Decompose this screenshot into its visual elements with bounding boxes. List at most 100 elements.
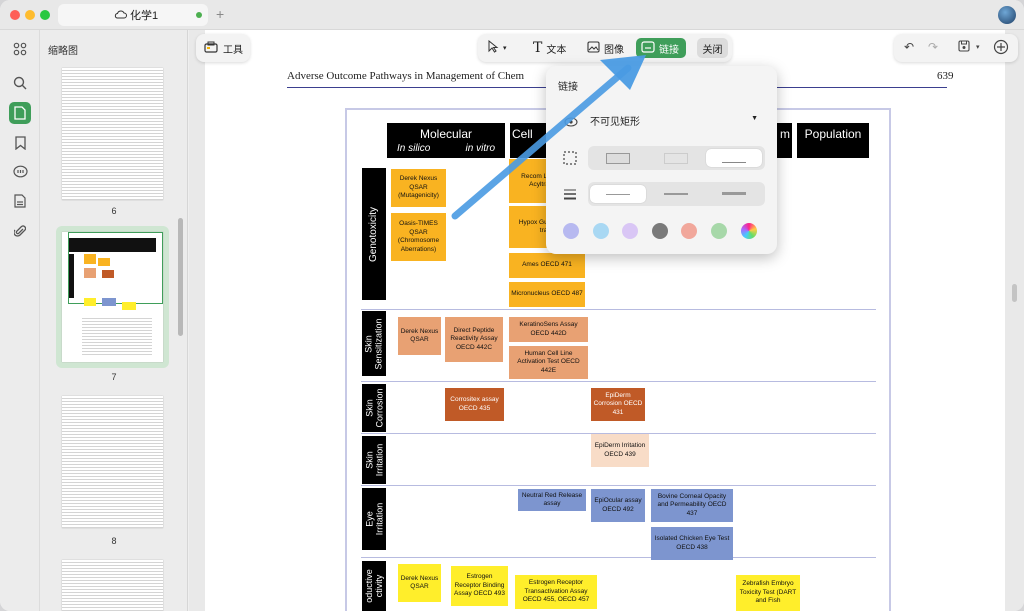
- page-thumbnail-7[interactable]: [62, 232, 163, 362]
- color-swatch-coral[interactable]: [681, 223, 697, 239]
- right-toolbar: ↶ ↷ ▾: [894, 34, 1018, 62]
- image-tool-label: 图像: [604, 44, 624, 56]
- color-swatch-gray[interactable]: [652, 223, 668, 239]
- color-swatch-lilac[interactable]: [622, 223, 638, 239]
- assay-box: EpiDerm Irritation OECD 439: [591, 434, 649, 467]
- save-icon[interactable]: [958, 40, 970, 55]
- close-edit-button[interactable]: 关闭: [697, 38, 728, 58]
- running-header: Adverse Outcome Pathways in Management o…: [287, 70, 525, 82]
- page-icon[interactable]: [9, 102, 31, 124]
- border-style-icon: [563, 151, 577, 170]
- assay-box: Micronucleus OECD 487: [509, 282, 585, 307]
- tools-label: 工具: [223, 44, 243, 56]
- line-weight-options: [588, 182, 765, 206]
- bookmark-icon[interactable]: [9, 132, 31, 154]
- border-style-options: [588, 146, 765, 170]
- line-weight-icon: [563, 187, 577, 205]
- row-separator: [361, 381, 876, 382]
- image-tool-button[interactable]: 图像: [582, 38, 629, 58]
- color-swatch-green[interactable]: [711, 223, 727, 239]
- color-swatch-lavender[interactable]: [563, 223, 579, 239]
- chevron-down-icon: ▼: [751, 115, 758, 122]
- edit-toolbar: ▾ T 文本 图像 链接 关闭: [478, 34, 732, 62]
- search-icon[interactable]: [9, 72, 31, 94]
- chevron-down-icon[interactable]: ▾: [976, 44, 980, 51]
- line-weight-thin[interactable]: [590, 185, 646, 203]
- color-swatch-custom[interactable]: [741, 223, 757, 239]
- cloud-icon: [114, 9, 127, 23]
- border-option-solid[interactable]: [590, 149, 646, 167]
- border-option-faint[interactable]: [648, 149, 704, 167]
- subheader-in-vitro: in vitro: [465, 143, 495, 154]
- text-tool-button[interactable]: T 文本: [528, 38, 571, 58]
- row-header-skin-irritation: Skin Irritation: [362, 436, 386, 484]
- assay-box: KeratinoSens Assay OECD 442D: [509, 317, 588, 342]
- link-style-select[interactable]: 不可见矩形 ▼: [580, 109, 766, 131]
- link-tool-label: 链接: [659, 44, 679, 56]
- left-rail: [0, 30, 40, 611]
- assay-box: Zebrafish Embryo Toxicity Test (DART and…: [736, 575, 800, 611]
- link-settings-popup: 链接 不可见矩形 ▼: [546, 66, 777, 254]
- assay-box: Estrogen Receptor Binding Assay OECD 493: [451, 566, 508, 606]
- assay-box: Estrogen Receptor Transactivation Assay …: [515, 575, 597, 609]
- row-separator: [361, 557, 876, 558]
- thumbnail-panel-title: 缩略图: [48, 46, 78, 57]
- link-tool-button[interactable]: 链接: [636, 38, 686, 58]
- form-icon[interactable]: [9, 190, 31, 212]
- column-header-cell: Cell: [510, 123, 548, 158]
- row-header-reproductive: oductive ctivity: [362, 561, 386, 611]
- attachment-icon[interactable]: [9, 220, 31, 242]
- page-thumbnail-8[interactable]: [62, 396, 163, 528]
- ai-assistant-icon[interactable]: [992, 38, 1010, 59]
- assay-box: Derek Nexus QSAR (Mutagenicity): [391, 169, 446, 207]
- assay-box: Human Cell Line Activation Test OECD 442…: [509, 346, 588, 379]
- thumbnail-scrollbar[interactable]: [178, 218, 183, 336]
- assay-box: EpiOcular assay OECD 492: [591, 489, 645, 522]
- page-thumbnail-9[interactable]: [62, 560, 163, 611]
- line-weight-thick[interactable]: [706, 185, 762, 203]
- line-weight-medium[interactable]: [648, 185, 704, 203]
- color-swatch-sky[interactable]: [593, 223, 609, 239]
- page-thumbnail-6[interactable]: [62, 68, 163, 200]
- row-label-eye-irritation: Eye Irritation: [364, 502, 385, 536]
- zoom-window-button[interactable]: [40, 10, 50, 20]
- cursor-icon: [487, 39, 499, 56]
- thumbnail-panel: 缩略图 6 7 8: [40, 30, 188, 611]
- close-window-button[interactable]: [10, 10, 20, 20]
- assay-box: Oasis-TIMES QSAR (Chromosome Aberrations…: [391, 213, 446, 261]
- chevron-down-icon: ▾: [503, 45, 507, 52]
- row-label-reproductive: oductive ctivity: [364, 569, 384, 603]
- page-scrollbar[interactable]: [1012, 284, 1017, 302]
- grid-icon[interactable]: [9, 38, 31, 60]
- column-header-population: Population: [797, 123, 869, 158]
- row-header-eye-irritation: Eye Irritation: [362, 488, 386, 550]
- row-label-skin-sensitization: Skin Sensitization: [364, 317, 384, 370]
- row-header-skin-corrosion: Skin Corrosion: [362, 384, 386, 432]
- page-number: 639: [937, 70, 954, 82]
- row-separator: [361, 309, 876, 310]
- assay-box: Isolated Chicken Eye Test OECD 438: [651, 527, 733, 560]
- row-separator: [361, 433, 876, 434]
- assay-box: Derek Nexus QSAR: [398, 564, 441, 602]
- title-bar: 化学1 +: [0, 0, 1024, 30]
- select-tool-button[interactable]: ▾: [482, 38, 512, 58]
- comment-icon[interactable]: [9, 161, 31, 183]
- assay-box: Derek Nexus QSAR: [398, 317, 441, 355]
- row-label-genotoxicity: Genotoxicity: [368, 206, 380, 262]
- border-option-underline[interactable]: [706, 149, 762, 167]
- text-icon: T: [533, 40, 543, 56]
- new-tab-button[interactable]: +: [216, 6, 225, 22]
- row-label-skin-corrosion: Skin Corrosion: [364, 388, 385, 428]
- minimize-window-button[interactable]: [25, 10, 35, 20]
- assay-box: Ames OECD 471: [509, 253, 585, 278]
- document-tab[interactable]: 化学1: [58, 4, 208, 26]
- row-label-skin-irritation: Skin Irritation: [364, 443, 385, 477]
- redo-icon[interactable]: ↷: [928, 40, 939, 54]
- column-title-molecular: Molecular: [419, 127, 473, 141]
- undo-icon[interactable]: ↶: [904, 40, 915, 54]
- tools-button[interactable]: 工具: [196, 34, 250, 62]
- column-title-cell: Cell: [512, 127, 533, 141]
- avatar[interactable]: [998, 6, 1016, 24]
- row-separator: [361, 485, 876, 486]
